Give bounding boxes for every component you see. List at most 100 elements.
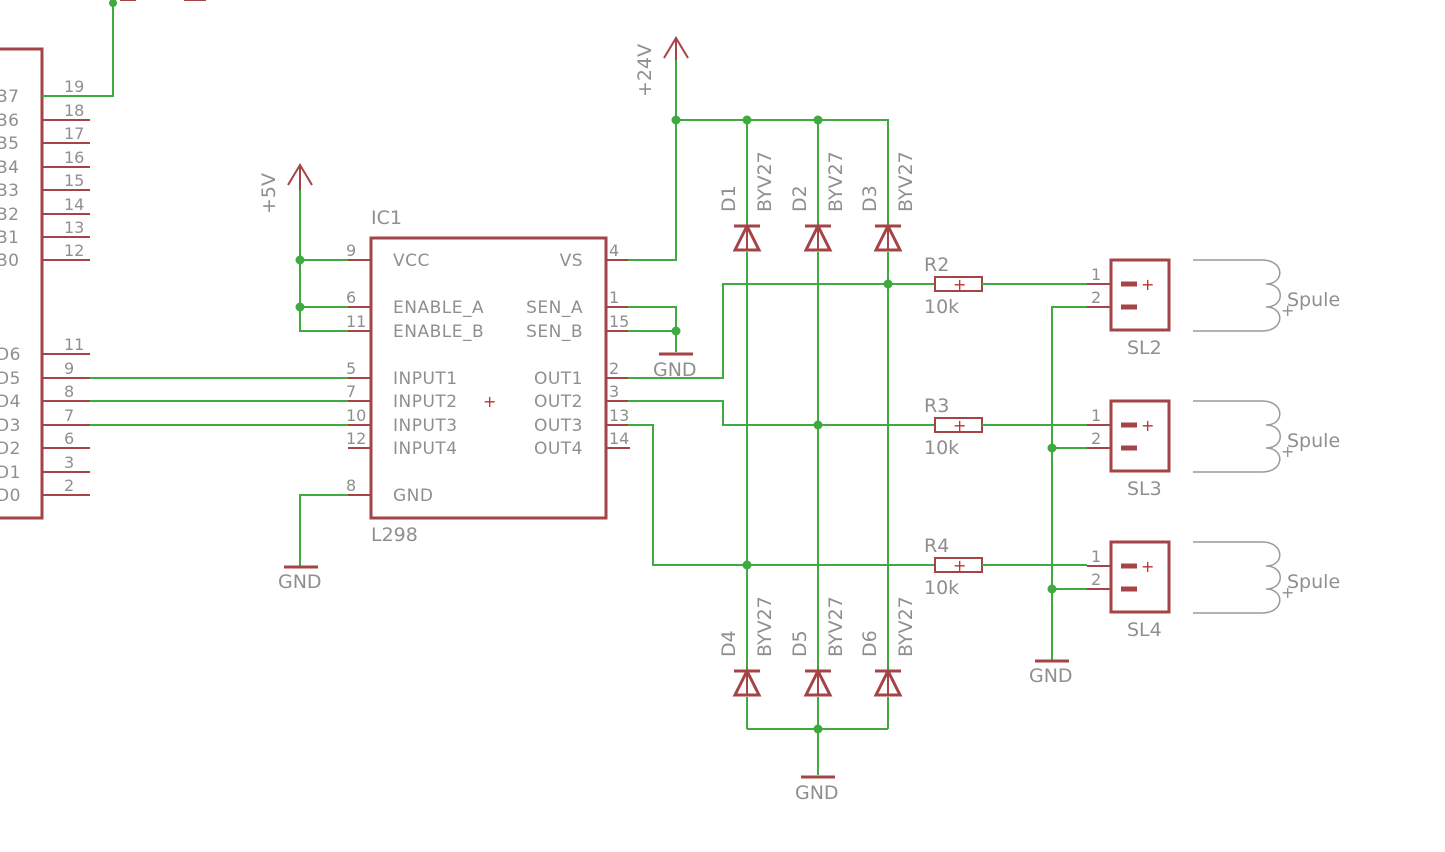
mcu-pin-label: B5 (0, 134, 19, 154)
ic1-pin-number: 3 (609, 382, 619, 401)
diode-value: BYV27 (825, 596, 847, 657)
coil-origin: + (1281, 301, 1294, 320)
mcu-pin-number: 9 (64, 359, 74, 378)
wire-connector-common (1051, 306, 1087, 660)
connector-origin: + (1141, 557, 1154, 576)
supply-24v-arrow (663, 36, 689, 59)
diode-value: BYV27 (825, 151, 847, 212)
ic1-pins: 9VCC6ENABLE_A11ENABLE_B5INPUT17INPUT210I… (346, 241, 630, 506)
mcu-pin-label: D6 (0, 345, 21, 365)
mcu-pin-label: B0 (0, 251, 19, 271)
mcu-pin-label: B3 (0, 181, 19, 201)
mcu-pin-number: 17 (64, 124, 84, 143)
mcu-pin-number: 16 (64, 148, 84, 167)
mcu-pin-label: D5 (0, 369, 21, 389)
junction (671, 115, 681, 125)
mcu-pin-label: B1 (0, 228, 19, 248)
ic1-pin-number: 15 (609, 312, 629, 331)
mcu-pins: B719B618B517B416B315B214B113B012D611D59D… (0, 77, 90, 506)
ic1-name: IC1 (371, 207, 402, 229)
mcu-pin-number: 19 (64, 77, 84, 96)
wire-5v (299, 190, 348, 332)
wire-out1 (628, 283, 888, 379)
connector-body (1109, 540, 1171, 614)
diode-name: D4 (718, 630, 740, 657)
ic1-pin-number: 2 (609, 359, 619, 378)
wire-out3 (628, 424, 747, 566)
mcu-pin-number: 3 (64, 453, 74, 472)
ic1-pin-name: VS (560, 251, 583, 271)
resistor-value: 10k (924, 296, 959, 318)
gnd-label-sense: GND (653, 359, 697, 381)
ic1-pin-name: INPUT4 (393, 439, 458, 459)
ic1-pin-name: INPUT3 (393, 416, 458, 436)
resistor-origin: + (953, 416, 966, 435)
ic1-l298: IC1 L298 + 9VCC6ENABLE_A11ENABLE_B5INPUT… (346, 207, 630, 546)
wire-vs (628, 60, 677, 261)
gnd-label-connectors: GND (1029, 665, 1073, 687)
connector-pin2-number: 2 (1091, 288, 1101, 307)
ic1-pin-name: SEN_A (526, 298, 583, 318)
coil-label: Spule (1287, 289, 1340, 311)
junction (295, 302, 305, 312)
diode-d5: D5 BYV27 (789, 596, 847, 697)
mcu-pin-label: D2 (0, 439, 21, 459)
ic1-pin-number: 13 (609, 406, 629, 425)
ic1-pin-number: 14 (609, 429, 629, 448)
wire-ic-gnd (299, 494, 348, 566)
ic1-pin-number: 8 (346, 476, 356, 495)
ic1-origin-mark: + (483, 392, 496, 411)
junction (109, 0, 117, 7)
coil-symbol (1193, 259, 1281, 332)
ic1-pin-number: 1 (609, 288, 619, 307)
gnd-label-bottom: GND (795, 782, 839, 804)
diode-name: D5 (789, 630, 811, 657)
coil-symbol (1193, 400, 1281, 473)
mcu-pin-number: 11 (64, 335, 84, 354)
ic1-pin-name: VCC (393, 251, 430, 271)
connector-body (1109, 258, 1171, 332)
junction (671, 326, 681, 336)
coil-origin: + (1281, 583, 1294, 602)
wire-sen-a (628, 306, 677, 352)
ic1-pin-number: 12 (346, 429, 366, 448)
ic1-pin-number: 6 (346, 288, 356, 307)
coil-label: Spule (1287, 571, 1340, 593)
ic1-pin-number: 9 (346, 241, 356, 260)
mcu-pin-label: B6 (0, 111, 19, 131)
connector-pin1-number: 1 (1091, 547, 1101, 566)
ic1-pin-number: 10 (346, 406, 366, 425)
ic1-pin-name: ENABLE_A (393, 298, 484, 318)
mcu-pin-number: 18 (64, 101, 84, 120)
ic1-pin-name: OUT3 (534, 416, 583, 436)
mcu-pin-number: 13 (64, 218, 84, 237)
ic1-pin-number: 5 (346, 359, 356, 378)
mcu-symbol: B719B618B517B416B315B214B113B012D611D59D… (0, 0, 206, 520)
mcu-pin-label: D1 (0, 463, 21, 483)
resistor-value: 10k (924, 577, 959, 599)
diode-value: BYV27 (754, 151, 776, 212)
diode-value: BYV27 (895, 151, 917, 212)
mcu-pin-number: 2 (64, 476, 74, 495)
ic1-pin-number: 7 (346, 382, 356, 401)
connector-origin: + (1141, 275, 1154, 294)
connector-pin1-number: 1 (1091, 265, 1101, 284)
connector-pin2-number: 2 (1091, 429, 1101, 448)
ic1-pin-name: OUT2 (534, 392, 583, 412)
ic1-pin-name: OUT4 (534, 439, 583, 459)
connector-body (1109, 399, 1171, 473)
diode-name: D6 (859, 630, 881, 657)
junction (813, 724, 823, 734)
ic1-pin-name: GND (393, 486, 433, 506)
